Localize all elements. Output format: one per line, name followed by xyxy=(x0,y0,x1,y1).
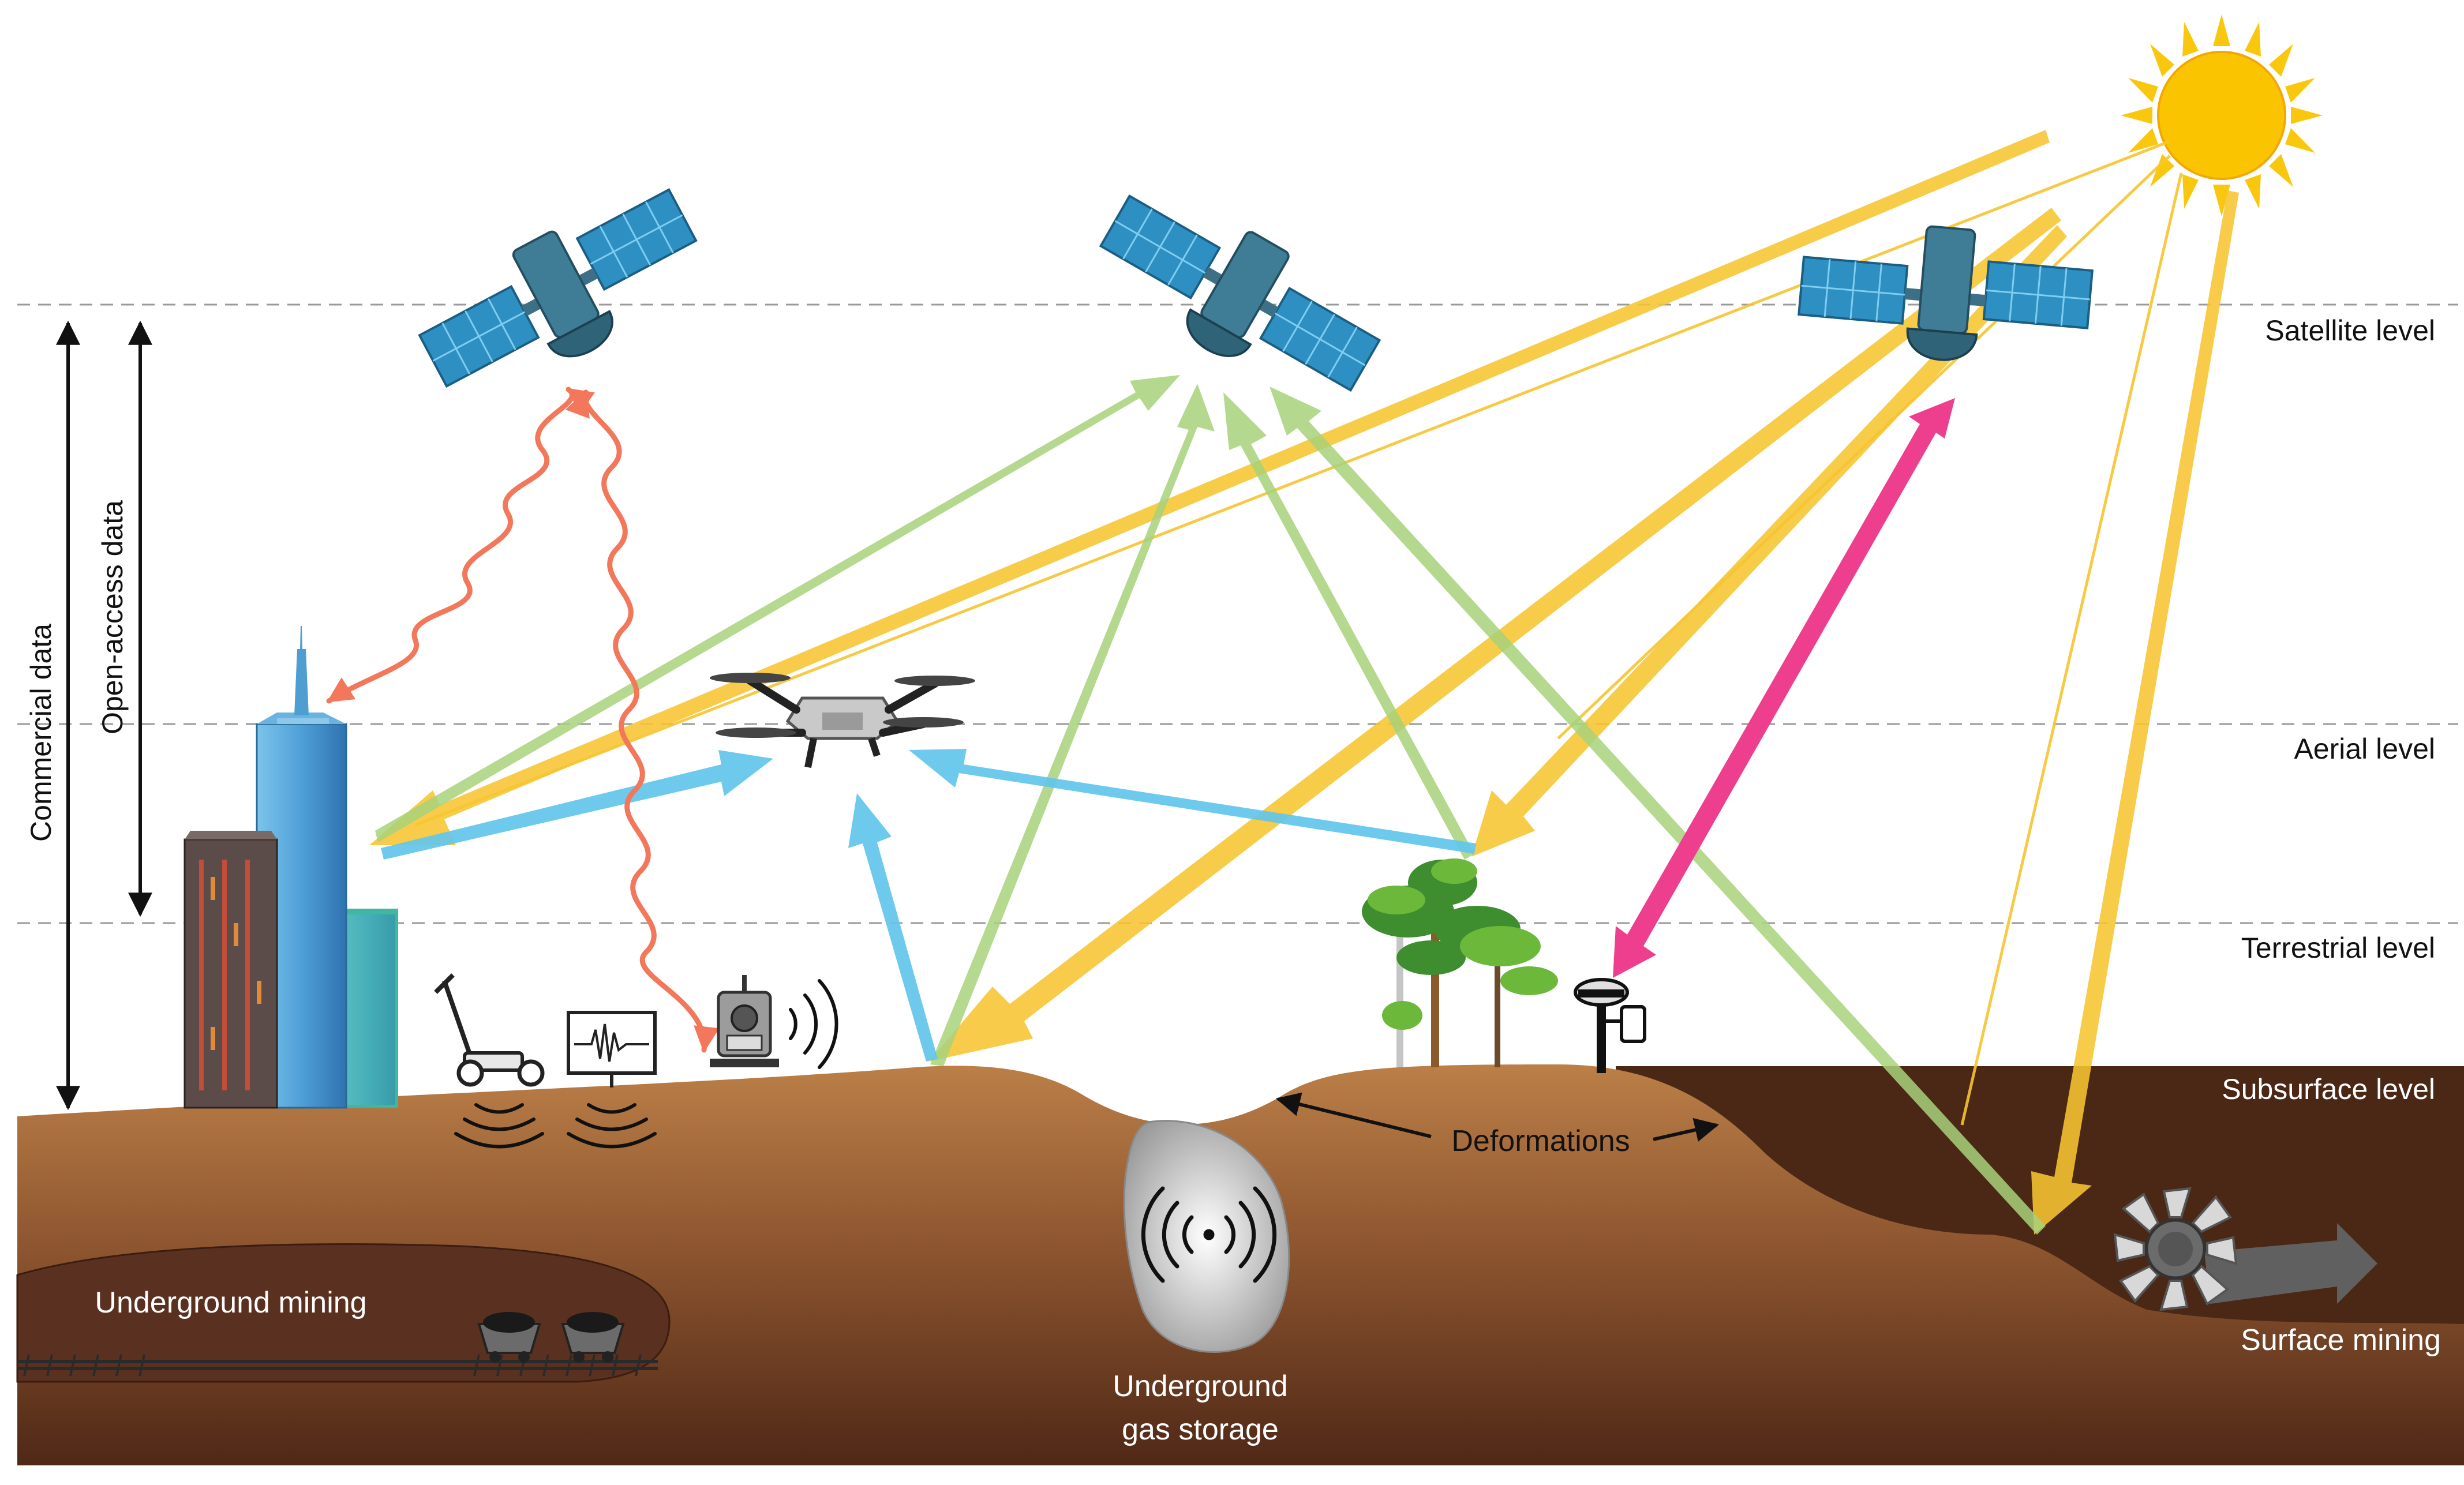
skyscraper-icon xyxy=(184,626,398,1109)
rail-track xyxy=(17,1360,658,1370)
commercial-data-label: Commercial data xyxy=(25,624,57,842)
gas-storage xyxy=(1123,1120,1290,1353)
gas-storage-label-line2: gas storage xyxy=(1122,1413,1279,1446)
uav-arrow-ground xyxy=(848,793,938,1062)
total-station-icon xyxy=(710,975,838,1069)
ground-penetrating-radar-icon xyxy=(434,973,545,1149)
optical-arrow-building xyxy=(369,130,2050,845)
optical-arrow-tree xyxy=(1471,225,2067,857)
deformations-label: Deformations xyxy=(1451,1124,1630,1158)
sar-arrow-surface-mine xyxy=(1270,387,2046,1235)
side-arrows xyxy=(56,320,152,1111)
subsurface-level-label: Subsurface level xyxy=(2222,1073,2435,1105)
tree-icon xyxy=(1362,858,1558,1067)
gnss-arrow xyxy=(1613,398,1955,978)
satellite-icon xyxy=(1099,194,1381,392)
underground-mining-label: Underground mining xyxy=(95,1286,366,1319)
bucket-wheel-excavator-icon xyxy=(2113,1187,2377,1311)
surface-mining-label: Surface mining xyxy=(2241,1323,2441,1357)
optical-arrow-surface-mine xyxy=(2031,190,2239,1235)
sun-icon xyxy=(2121,14,2323,216)
level-lines xyxy=(17,303,2458,924)
deformation-arrows xyxy=(1275,1092,1720,1142)
sar-arrow-tree xyxy=(1223,392,1474,860)
wireless-icon xyxy=(1141,1186,1277,1283)
radar-signals xyxy=(326,387,720,1053)
radar-wave-building xyxy=(326,387,596,704)
radar-wave-terrestrial xyxy=(565,389,720,1053)
aerial-level-label: Aerial level xyxy=(2294,733,2435,765)
mine-cart-icon xyxy=(561,1312,625,1363)
satellite-icon xyxy=(1798,225,2094,361)
drone-icon xyxy=(710,673,975,768)
ground xyxy=(16,1064,2464,1465)
uav-arrow-tree xyxy=(909,749,1476,854)
seismograph-icon xyxy=(567,1011,657,1149)
sar-arrow-ground xyxy=(930,384,1215,1066)
satellite-icon xyxy=(418,188,698,388)
satellite-level-label: Satellite level xyxy=(2265,314,2435,347)
gas-storage-label-line1: Underground xyxy=(1113,1370,1288,1403)
open-access-data-label: Open-access data xyxy=(96,500,129,734)
gnss-receiver-icon xyxy=(1574,978,1646,1073)
terrestrial-level-label: Terrestrial level xyxy=(2241,932,2435,964)
mine-cart-icon xyxy=(477,1312,541,1363)
